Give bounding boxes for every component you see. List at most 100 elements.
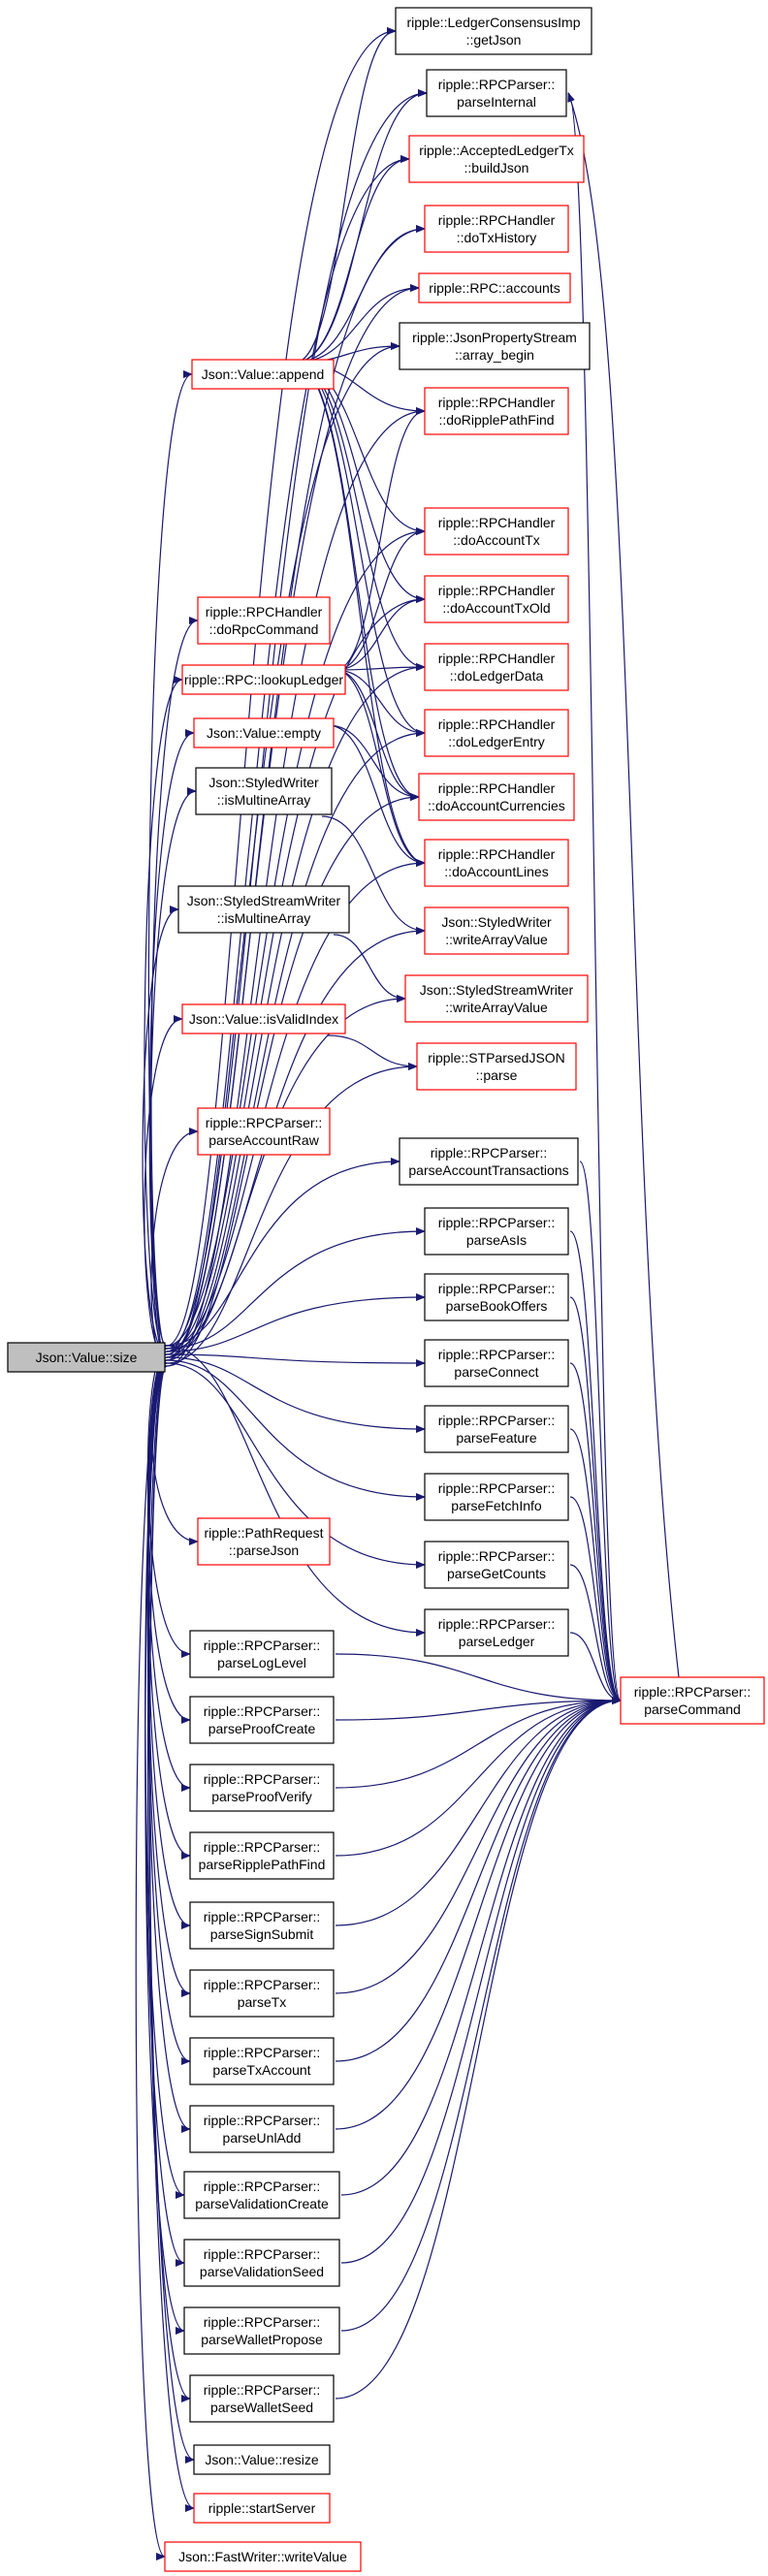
function-node-label: parseUnlAdd (223, 2130, 302, 2146)
function-node[interactable]: ripple::RPCParser::parseSignSubmit (189, 1901, 335, 1950)
edge-from-parse-command (579, 1161, 622, 1704)
function-node-label: ripple::RPCHandler (438, 583, 556, 598)
function-node[interactable]: ripple::RPCHandler::doAccountTxOld (424, 575, 569, 623)
function-node[interactable]: ripple::RPCParser::parseAccountTransacti… (399, 1137, 579, 1186)
edge-to-size (166, 342, 400, 1361)
function-node[interactable]: Json::Value::empty (193, 717, 335, 748)
edge-to-lookup-ledger (335, 669, 426, 867)
function-node-label: ripple::startServer (208, 2500, 316, 2516)
function-node-label: ::doRipplePathFind (438, 412, 554, 428)
function-node-label: parseValidationSeed (200, 2264, 324, 2279)
function-node-label: parseCommand (644, 1701, 741, 1717)
edge-to-styled-is-multine (321, 815, 426, 935)
function-node[interactable]: ripple::RPCParser::parseInternal (426, 69, 567, 117)
function-node-label: ripple::RPCParser:: (438, 77, 556, 92)
function-node-label: ripple::RPCParser:: (431, 1145, 548, 1161)
function-node[interactable]: ripple::STParsedJSON::parse (416, 1042, 577, 1091)
edge-to-size (148, 1365, 195, 2512)
function-node-label: ripple::RPCParser:: (438, 1413, 556, 1428)
function-node[interactable]: ripple::RPCHandler::doAccountCurrencies (418, 773, 575, 821)
function-node[interactable]: ripple::RPCParser::parseValidationSeed (183, 2239, 340, 2287)
function-node[interactable]: ripple::AcceptedLedgerTx::buildJson (408, 135, 585, 183)
function-node[interactable]: ripple::RPCHandler::doLedgerEntry (424, 709, 569, 757)
function-node[interactable]: ripple::LedgerConsensusImp::getJson (395, 7, 592, 55)
function-node[interactable]: ripple::RPCParser::parseCommand (620, 1676, 765, 1725)
function-node-box (424, 1608, 569, 1657)
function-node[interactable]: ripple::RPCHandler::doAccountLines (424, 839, 569, 887)
function-node[interactable]: ripple::RPCParser::parseTx (189, 1969, 335, 2018)
function-node[interactable]: Json::Value::isValidIndex (181, 1003, 346, 1034)
function-node[interactable]: Json::StyledStreamWriter::isMultineArray (177, 885, 350, 934)
edge-from-parse-command (335, 1653, 622, 1704)
edge-from-parse-command (569, 1496, 622, 1704)
edge-to-append (294, 89, 428, 364)
function-node[interactable]: ripple::RPCParser::parseFeature (424, 1405, 569, 1453)
function-node-label: ripple::LedgerConsensusImp (407, 15, 581, 30)
function-node[interactable]: Json::FastWriter::writeValue (164, 2541, 362, 2572)
function-node[interactable]: ripple::RPCParser::parseWalletPropose (183, 2306, 340, 2355)
function-node[interactable]: Json::Value::append (191, 359, 335, 390)
function-node[interactable]: ripple::RPCParser::parseLogLevel (189, 1630, 335, 1678)
function-node-label: ::doAccountLines (444, 864, 548, 879)
function-node-label: ::doTxHistory (457, 230, 536, 245)
function-node[interactable]: ripple::RPCHandler::doAccountTx (424, 507, 569, 556)
function-node[interactable]: ripple::startServer (193, 2493, 331, 2524)
function-node[interactable]: Json::StyledWriter::writeArrayValue (424, 906, 569, 955)
function-node[interactable]: ripple::RPCParser::parseAccountRaw (197, 1107, 331, 1156)
function-node[interactable]: Json::StyledWriter::isMultineArray (195, 767, 333, 815)
function-node-box (426, 69, 567, 117)
function-node[interactable]: ripple::RPCParser::parseValidationCreate (183, 2171, 340, 2219)
function-node[interactable]: ripple::RPCParser::parseConnect (424, 1339, 569, 1387)
edge-to-size (166, 595, 426, 1352)
function-node-label: ::isMultineArray (217, 910, 310, 926)
function-node-label: ::buildJson (464, 160, 529, 175)
function-node[interactable]: ripple::RPCHandler::doRpcCommand (197, 596, 331, 645)
function-node[interactable]: ripple::RPC::lookupLedger (181, 664, 346, 695)
function-node[interactable]: ripple::PathRequest::parseJson (197, 1517, 331, 1566)
function-node[interactable]: ripple::RPCParser::parseBookOffers (424, 1273, 569, 1321)
function-node[interactable]: ripple::RPCHandler::doLedgerData (424, 643, 569, 691)
function-node[interactable]: ripple::RPC::accounts (418, 272, 571, 303)
edge-to-lookup-ledger (335, 595, 426, 671)
function-node[interactable]: Json::Value::resize (193, 2444, 331, 2475)
function-node-box (408, 135, 585, 183)
function-node[interactable]: ripple::RPCParser::parseLedger (424, 1608, 569, 1657)
node-layer: ripple::LedgerConsensusImp::getJsonrippl… (7, 7, 765, 2572)
function-node-label: Json::Value::empty (207, 725, 321, 741)
function-node-label: parseFetchInfo (451, 1498, 542, 1513)
function-node-label: ripple::RPCParser:: (204, 1909, 321, 1924)
function-node[interactable]: ripple::RPCParser::parseWalletSeed (189, 2374, 335, 2423)
function-node-label: Json::StyledWriter (441, 914, 552, 930)
function-node-label: ::parseJson (229, 1542, 299, 1558)
function-node[interactable]: Json::StyledStreamWriter::writeArrayValu… (404, 974, 589, 1023)
edge-to-size (166, 729, 426, 1361)
edge-from-parse-command (569, 1428, 622, 1704)
function-node-label: ripple::RPCHandler (438, 846, 556, 862)
function-node[interactable]: ripple::JsonPropertyStream::array_begin (399, 322, 591, 370)
root-node[interactable]: Json::Value::size (7, 1342, 166, 1373)
function-node[interactable]: ripple::RPCHandler::doRipplePathFind (424, 387, 569, 435)
edge-to-size (166, 1353, 426, 1367)
edge-to-size (166, 1356, 426, 1433)
function-node[interactable]: ripple::RPCParser::parseGetCounts (424, 1541, 569, 1589)
edge-to-size (147, 1359, 191, 1860)
edge-to-size (166, 1359, 426, 1501)
function-node-label: ::writeArrayValue (445, 932, 548, 947)
function-node-label: ripple::AcceptedLedgerTx (419, 143, 574, 158)
function-node[interactable]: ripple::RPCParser::parseFetchInfo (424, 1473, 569, 1521)
edge-from-parse-command (569, 1296, 622, 1704)
function-node[interactable]: ripple::RPCParser::parseUnlAdd (189, 2105, 335, 2153)
function-node[interactable]: ripple::RPCParser::parseRipplePathFind (189, 1831, 335, 1880)
function-node[interactable]: ripple::RPCParser::parseTxAccount (189, 2037, 335, 2085)
edge-from-parse-command (335, 1697, 622, 2062)
function-node[interactable]: ripple::RPCParser::parseProofCreate (189, 1696, 335, 1744)
function-node-box (189, 1969, 335, 2018)
function-node-box (164, 2541, 362, 2572)
function-node-box (189, 2374, 335, 2423)
function-node-box (424, 643, 569, 691)
edge-from-parse-command (335, 1697, 622, 1994)
function-node-box (424, 1339, 569, 1387)
function-node[interactable]: ripple::RPCParser::parseAsIs (424, 1207, 569, 1256)
function-node[interactable]: ripple::RPCHandler::doTxHistory (424, 205, 569, 253)
function-node[interactable]: ripple::RPCParser::parseProofVerify (189, 1764, 335, 1812)
